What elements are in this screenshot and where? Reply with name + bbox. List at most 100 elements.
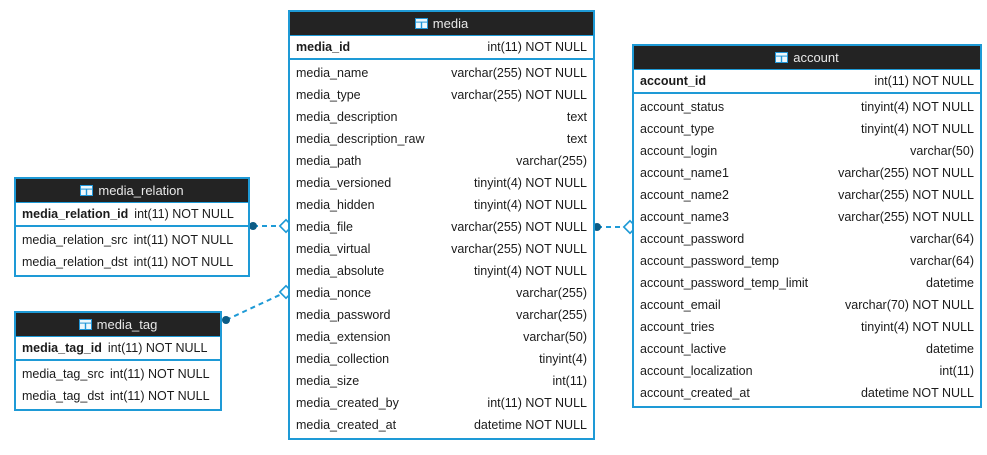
column-type: int(11) <box>939 364 974 378</box>
column-name: account_tries <box>640 320 715 334</box>
entity-header-media[interactable]: media <box>290 12 593 35</box>
column-type: varchar(255) NOT NULL <box>451 220 587 234</box>
column-type: int(11) NOT NULL <box>110 389 210 403</box>
column-type: datetime NOT NULL <box>860 386 974 400</box>
table-icon <box>78 314 92 330</box>
column-type: int(11) NOT NULL <box>487 40 587 54</box>
column-row[interactable]: media_created_by int(11) NOT NULL <box>290 392 593 414</box>
column-name: media_name <box>296 66 369 80</box>
column-name: media_hidden <box>296 198 375 212</box>
relationship-line <box>225 291 287 321</box>
relationship-rel-media-tag-to-media[interactable] <box>222 284 294 324</box>
column-type: int(11) NOT NULL <box>487 396 587 410</box>
entity-header-media_tag[interactable]: media_tag <box>16 313 220 336</box>
entity-title: account <box>793 50 839 65</box>
column-name: account_lactive <box>640 342 727 356</box>
column-type: text <box>566 110 587 124</box>
column-name: media_virtual <box>296 242 371 256</box>
column-row[interactable]: account_password varchar(64) <box>634 228 980 250</box>
entity-header-media_relation[interactable]: media_relation <box>16 179 248 202</box>
column-name: media_file <box>296 220 353 234</box>
column-row[interactable]: media_virtual varchar(255) NOT NULL <box>290 238 593 260</box>
column-row[interactable]: account_email varchar(70) NOT NULL <box>634 294 980 316</box>
column-name: media_created_by <box>296 396 399 410</box>
column-name: media_description_raw <box>296 132 425 146</box>
column-type: varchar(255) NOT NULL <box>838 210 974 224</box>
column-name: account_email <box>640 298 721 312</box>
column-type: varchar(50) <box>523 330 587 344</box>
column-row[interactable]: media_size int(11) <box>290 370 593 392</box>
column-type: int(11) <box>552 374 587 388</box>
relationship-source-dot-icon <box>249 222 257 230</box>
relationship-rel-media-relation-to-media[interactable] <box>249 218 294 234</box>
entity-header-account[interactable]: account <box>634 46 980 69</box>
column-type: tinyint(4) NOT NULL <box>474 264 587 278</box>
column-type: int(11) NOT NULL <box>874 74 974 88</box>
column-name: media_nonce <box>296 286 372 300</box>
column-row[interactable]: account_created_at datetime NOT NULL <box>634 382 980 404</box>
column-name: account_password <box>640 232 745 246</box>
column-type: tinyint(4) NOT NULL <box>474 198 587 212</box>
column-type: varchar(255) NOT NULL <box>451 242 587 256</box>
column-row[interactable]: media_hidden tinyint(4) NOT NULL <box>290 194 593 216</box>
column-name: media_size <box>296 374 360 388</box>
table-icon <box>775 47 789 63</box>
column-type: tinyint(4) NOT NULL <box>474 176 587 190</box>
column-type: varchar(70) NOT NULL <box>845 298 974 312</box>
column-name: account_created_at <box>640 386 750 400</box>
column-name: media_tag_src <box>22 367 104 381</box>
column-type: int(11) NOT NULL <box>110 367 210 381</box>
entity-title: media <box>432 16 469 31</box>
relationship-rel-media-to-account[interactable] <box>593 219 638 235</box>
column-name: media_type <box>296 88 361 102</box>
column-type: varchar(64) <box>910 232 974 246</box>
relationship-source-dot-icon <box>222 316 230 324</box>
column-type: varchar(255) <box>516 154 587 168</box>
column-row[interactable]: media_tag_src int(11) NOT NULL <box>16 363 220 385</box>
column-type: int(11) NOT NULL <box>133 255 234 269</box>
column-row[interactable]: media_file varchar(255) NOT NULL <box>290 216 593 238</box>
table-icon <box>414 13 428 29</box>
column-type: tinyint(4) NOT NULL <box>861 122 974 136</box>
column-type: tinyint(4) <box>539 352 587 366</box>
column-type: datetime <box>926 276 974 290</box>
